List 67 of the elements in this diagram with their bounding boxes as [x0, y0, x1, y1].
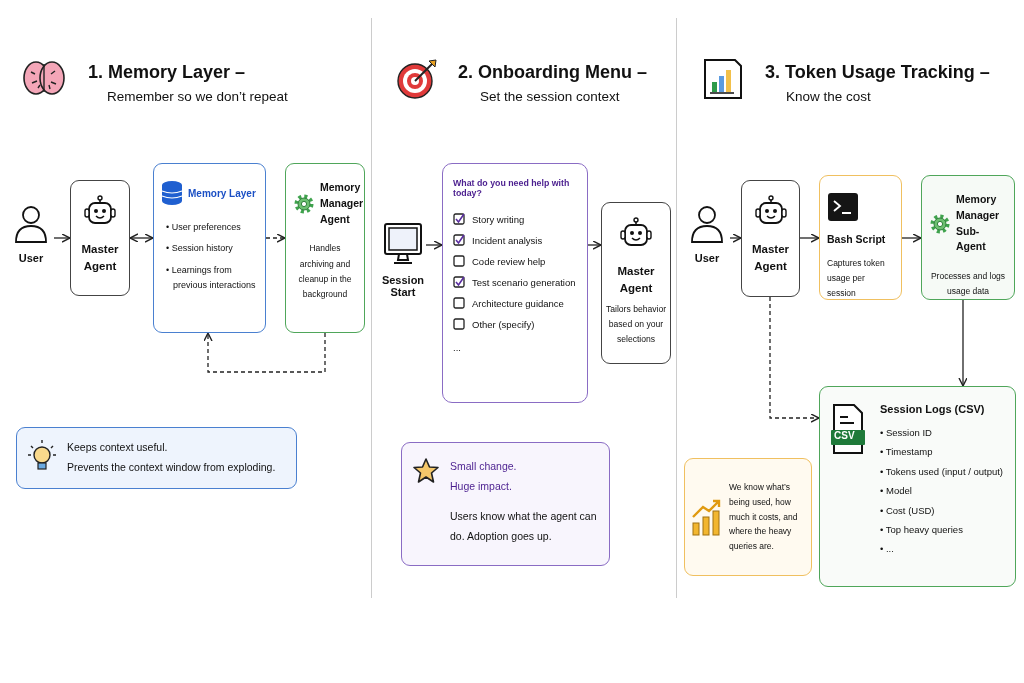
- arrow: [799, 233, 820, 243]
- node-title: Memory Layer: [188, 186, 256, 201]
- arrow: [958, 299, 968, 387]
- description-text: Handles archiving and cleanup in the background: [297, 242, 353, 302]
- agent-box: [70, 180, 130, 296]
- description-text: Processes and logs usage data: [929, 270, 1007, 299]
- node-label: User: [18, 252, 44, 264]
- component-card: [285, 163, 365, 333]
- section-subtitle: Know the cost: [786, 89, 871, 104]
- node-title: Bash Script: [827, 232, 886, 247]
- arrow: [265, 233, 286, 243]
- node-title: Memory Manager Sub-Agent: [956, 192, 1001, 255]
- node-label: User: [694, 252, 720, 264]
- description-text: Captures token usage per session: [827, 256, 886, 301]
- section-heading: 2. Onboarding Menu –: [458, 62, 647, 83]
- list-item: • Learnings from previous interactions: [165, 263, 257, 292]
- list-item: • Session history: [165, 242, 234, 256]
- arrow: [729, 233, 742, 243]
- section-heading: 3. Token Usage Tracking –: [765, 62, 990, 83]
- list-item: • Tokens used (input / output): [880, 465, 1004, 478]
- callout-card: [401, 442, 610, 566]
- menu-option: Other (specify): [472, 318, 535, 330]
- callout-text: Users know what the agent can do. Adoption goes up.: [450, 508, 598, 544]
- component-card: [153, 163, 266, 333]
- component-card: [819, 175, 902, 300]
- callout-text: We know what’s being used, how much it costs, and where the heavy queries are.: [729, 480, 799, 554]
- menu-option: Story writing: [472, 213, 525, 225]
- section-subtitle: Set the session context: [480, 89, 620, 104]
- arrow: [769, 296, 820, 423]
- callout-heading: Small change. Huge impact.: [450, 459, 518, 494]
- menu-option: Architecture guidance: [472, 297, 564, 309]
- arrow: [203, 332, 326, 373]
- section-heading: 1. Memory Layer –: [88, 62, 246, 83]
- log-card: [819, 386, 1016, 587]
- list-item: • User preferences: [165, 221, 242, 234]
- node-label: Session Start: [380, 274, 426, 298]
- arrow: [587, 240, 602, 250]
- component-card: [921, 175, 1015, 300]
- menu-option: Test scenario generation: [472, 276, 576, 288]
- section-subtitle: Remember so we don’t repeat: [107, 89, 288, 104]
- node-title: Memory Manager Agent: [320, 180, 364, 227]
- node-label: Master Agent: [616, 264, 656, 296]
- description-text: Tailors behavior based on your selections: [605, 303, 667, 347]
- list-item: • Timestamp: [880, 446, 934, 458]
- list-item: • Cost (USD): [880, 504, 936, 516]
- list-item: • Model: [880, 485, 913, 497]
- menu-option: ...: [453, 342, 461, 353]
- arrow: [129, 233, 154, 243]
- callout-card: [16, 427, 297, 489]
- node-label: Master Agent: [750, 242, 791, 274]
- node-label: Master Agent: [80, 242, 120, 274]
- menu-heading: What do you need help with today?: [453, 178, 571, 198]
- callout-text: Prevents the context window from exploding.: [67, 460, 276, 475]
- agent-box: [741, 180, 800, 297]
- arrow: [425, 240, 443, 250]
- arrow: [901, 233, 922, 243]
- node-title: Session Logs (CSV): [880, 403, 986, 415]
- menu-option: Code review help: [472, 255, 546, 267]
- list-item: • Session ID: [880, 427, 933, 439]
- menu-card: [442, 163, 588, 403]
- agent-box: [601, 202, 671, 364]
- callout-card: [684, 458, 812, 576]
- list-item: • ...: [880, 543, 895, 555]
- menu-option: Incident analysis: [472, 234, 543, 246]
- callout-text: Keeps context useful.: [67, 440, 169, 456]
- list-item: • Top heavy queries: [880, 523, 964, 536]
- arrow: [53, 233, 71, 243]
